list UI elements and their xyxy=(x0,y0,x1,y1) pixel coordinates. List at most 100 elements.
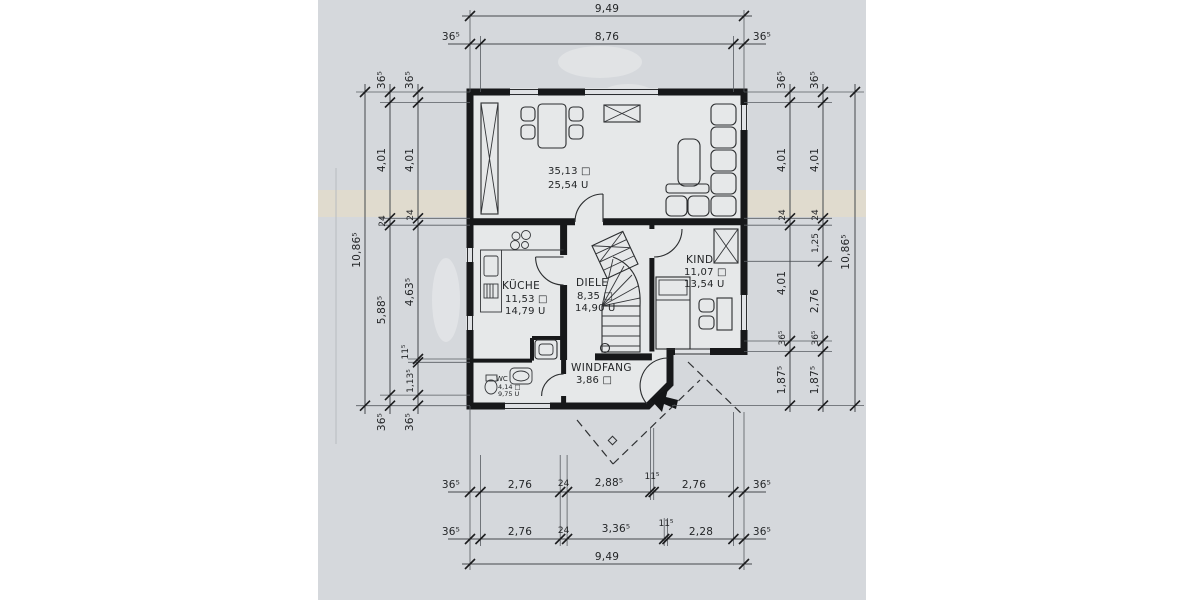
kind-perimeter-label: 13,54 U xyxy=(684,279,725,290)
wc-perimeter-label: 9,75 U xyxy=(498,390,520,398)
dim-li-4: 11⁵ xyxy=(401,344,411,359)
door-kitchen xyxy=(535,256,564,286)
dim-lo-4: 36⁵ xyxy=(376,413,388,431)
kitchen-side-counter xyxy=(480,249,502,313)
dim-b2-3: 3,36⁵ xyxy=(602,523,631,535)
window-bottom-wc xyxy=(505,402,550,410)
washbasin xyxy=(509,367,533,385)
coffee-table xyxy=(677,138,701,187)
dim-li-3: 4,63⁵ xyxy=(404,278,416,307)
dim-b2-5: 2,28 xyxy=(689,526,713,538)
door-wc xyxy=(541,373,564,397)
kueche-area-label: 11,53 □ xyxy=(505,294,548,305)
dim-ro-5: 36⁵ xyxy=(811,330,821,345)
dimension-chain-bottom: 36⁵ 2,76 24 2,88⁵ 11⁵ 2,76 36⁵ 36⁵ 2,76 … xyxy=(442,472,771,570)
dim-b1-6: 36⁵ xyxy=(753,479,771,491)
door-living xyxy=(574,193,604,223)
walls xyxy=(466,88,748,410)
kitchen-furniture xyxy=(480,230,564,313)
dim-b1-4: 11⁵ xyxy=(644,472,659,482)
door-entrance xyxy=(639,357,669,405)
kueche-perimeter-label: 14,79 U xyxy=(505,306,546,317)
diele-perimeter-label: 14,90 U xyxy=(575,303,616,314)
dim-top-wall-right: 36⁵ xyxy=(753,31,771,43)
shower xyxy=(534,339,558,360)
diele-area-label: 8,35 □ xyxy=(577,291,613,302)
window-right-living xyxy=(740,105,748,130)
window-left-kitchen-1 xyxy=(466,248,474,262)
canopy-diamond-mark xyxy=(607,435,618,446)
stair-treads-lower xyxy=(602,315,640,347)
bed xyxy=(655,276,691,350)
dim-right-overall: 10,86⁵ xyxy=(840,234,852,269)
dim-ro-0: 36⁵ xyxy=(809,71,821,89)
dim-top-wall-left: 36⁵ xyxy=(442,31,460,43)
dim-li-5: 1,13⁵ xyxy=(406,369,416,393)
dim-ro-6: 1,87⁵ xyxy=(809,366,821,395)
sofa-group xyxy=(665,103,737,217)
dim-b1-5: 2,76 xyxy=(682,479,706,491)
entrance-arrow xyxy=(650,389,678,412)
door-kind xyxy=(653,228,683,258)
kind-name: KIND xyxy=(686,254,714,266)
dim-b2-6: 36⁵ xyxy=(753,526,771,538)
shower-nook-walls xyxy=(530,336,564,361)
living-perimeter-label: 25,54 U xyxy=(548,180,589,191)
outer-wall xyxy=(466,88,748,410)
dim-b2-0: 36⁵ xyxy=(442,526,460,538)
dim-li-1: 4,01 xyxy=(404,148,416,172)
doors xyxy=(535,193,683,405)
wc-area-label: 4,14 □ xyxy=(498,383,521,391)
dim-lo-2: 24 xyxy=(378,215,388,227)
dimension-chain-left: 10,86⁵ 36⁵ 4,01 24 5,88⁵ 36⁵ 36⁵ 4,01 24… xyxy=(351,71,424,431)
dim-li-6: 36⁵ xyxy=(404,413,416,431)
crossed-fixture xyxy=(603,104,641,123)
desk-and-chairs xyxy=(698,297,733,331)
extension-lines xyxy=(356,10,864,570)
living-area-label: 35,13 □ xyxy=(548,166,591,177)
kitchen-sink xyxy=(483,255,499,277)
dim-lo-0: 36⁵ xyxy=(376,71,388,89)
dim-ri-5: 1,87⁵ xyxy=(776,366,788,395)
dim-ri-3: 4,01 xyxy=(776,271,788,295)
dim-lo-3: 5,88⁵ xyxy=(376,296,388,325)
diele-name: DIELE xyxy=(576,277,608,289)
dim-top-overall: 9,49 xyxy=(595,3,619,15)
dim-ri-0: 36⁵ xyxy=(776,71,788,89)
wc-name: WC xyxy=(496,375,508,383)
dim-ri-1: 4,01 xyxy=(776,148,788,172)
dim-ro-3: 1,25 xyxy=(811,233,821,253)
dim-top-inner: 8,76 xyxy=(595,31,619,43)
dim-li-2: 24 xyxy=(406,209,416,221)
dim-b2-1: 2,76 xyxy=(508,526,532,538)
dining-set xyxy=(520,103,584,149)
kind-area-label: 11,07 □ xyxy=(684,267,727,278)
stair-winder-edge xyxy=(612,256,641,307)
dim-bottom-overall: 9,49 xyxy=(595,551,619,563)
kitchen-appliance xyxy=(483,283,499,299)
kueche-name: KÜCHE xyxy=(502,279,540,292)
window-top-2 xyxy=(585,88,658,96)
dim-ro-4: 2,76 xyxy=(809,289,821,313)
window-left-kitchen-2 xyxy=(466,316,474,330)
windfang-name: WINDFANG xyxy=(571,362,632,374)
dim-b2-4: 11⁵ xyxy=(658,519,673,529)
window-top-1 xyxy=(510,88,538,96)
chimney xyxy=(480,102,499,215)
canopy-dashed-lines xyxy=(576,361,745,465)
kind-furniture xyxy=(655,228,739,350)
wc-fixtures xyxy=(484,339,558,395)
stair-newel-post xyxy=(599,342,611,354)
window-right-kind xyxy=(740,295,748,330)
cooktop xyxy=(510,230,531,250)
dimension-chain-top: 9,49 8,76 36⁵ 36⁵ xyxy=(442,3,771,50)
toilet xyxy=(484,374,498,395)
windfang-area-label: 3,86 □ xyxy=(576,375,612,386)
dim-lo-1: 4,01 xyxy=(376,148,388,172)
dim-ri-4: 36⁵ xyxy=(778,330,788,345)
wardrobe xyxy=(713,228,739,264)
dimension-chain-right: 36⁵ 4,01 24 4,01 36⁵ 1,87⁵ 36⁵ 4,01 24 1… xyxy=(776,71,861,412)
dim-b1-1: 2,76 xyxy=(508,479,532,491)
